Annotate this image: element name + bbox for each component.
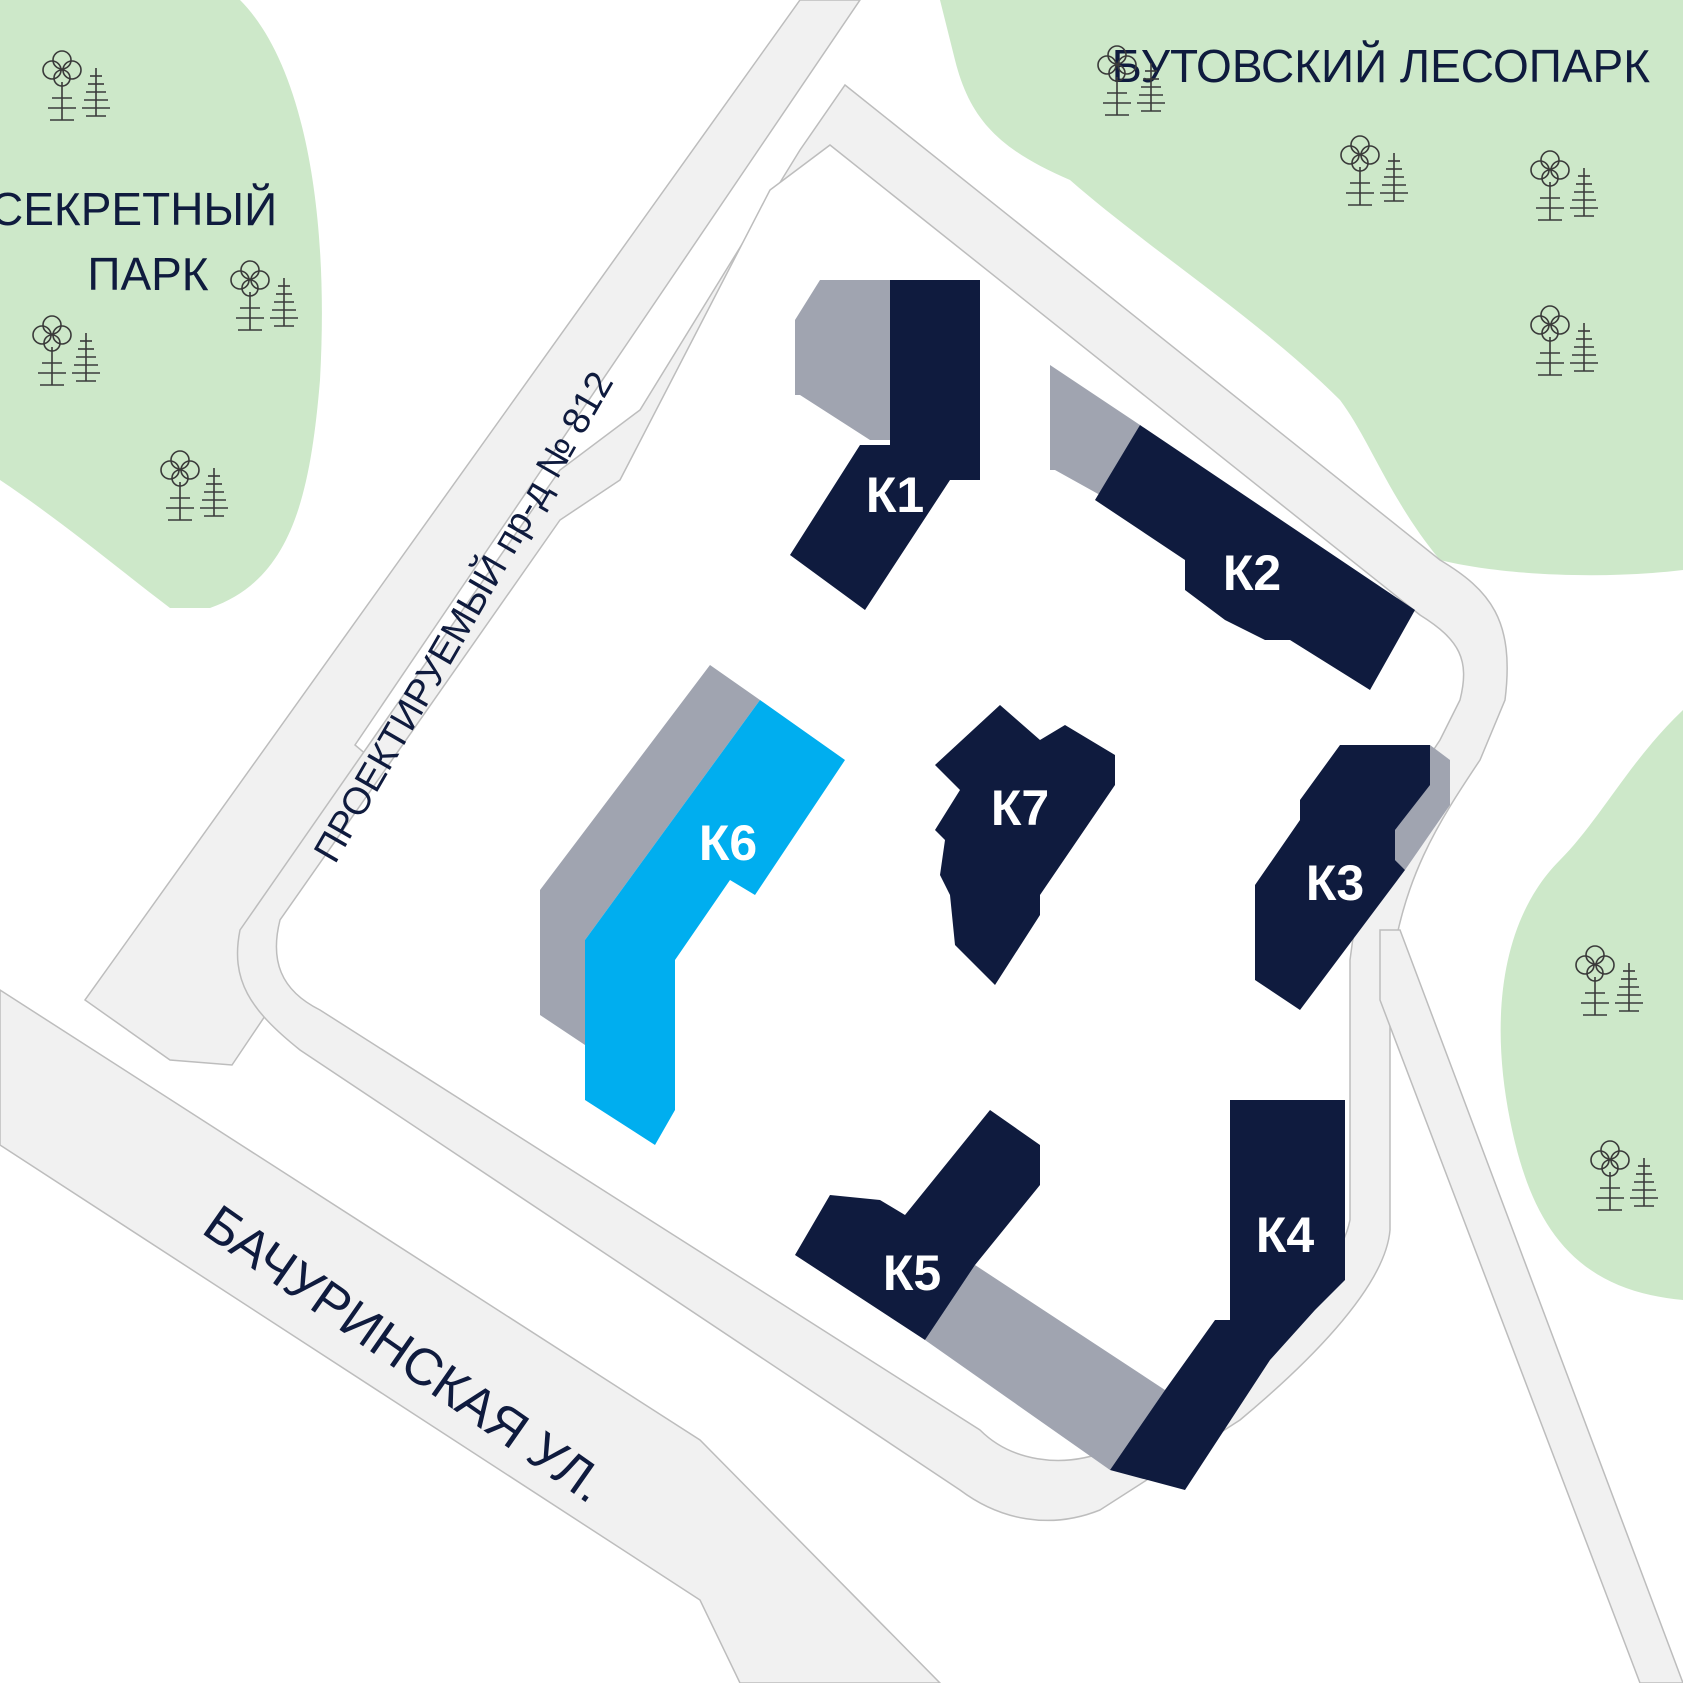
building-k7[interactable] [935, 705, 1115, 985]
bachurinskaya-road [0, 989, 942, 1683]
building-k1-label: К1 [866, 467, 924, 523]
k5-terrace [925, 1265, 1165, 1470]
forest-right-area [1500, 710, 1683, 1300]
butovo-forest-label: БУТОВСКИЙ ЛЕСОПАРК [1112, 40, 1651, 92]
secret-park-label: СЕКРЕТНЫЙ ПАРК [0, 183, 290, 300]
building-k4-label: К4 [1256, 1207, 1315, 1263]
side-path [1379, 929, 1683, 1683]
building-k6[interactable] [585, 700, 845, 1145]
building-k4[interactable] [1110, 1100, 1345, 1490]
building-k3-label: К3 [1306, 855, 1364, 911]
building-k2-label: К2 [1223, 545, 1281, 601]
k1-terrace [795, 280, 890, 440]
building-k1[interactable] [790, 280, 980, 610]
building-k5-label: К5 [883, 1245, 941, 1301]
secret-park-area [0, 0, 322, 608]
butovo-forest-area [940, 0, 1683, 576]
building-k6-label: К6 [699, 815, 757, 871]
building-k5[interactable] [795, 1110, 1040, 1340]
k6-terrace [540, 665, 760, 1045]
building-k7-label: К7 [991, 780, 1049, 836]
k3-terrace [1395, 745, 1450, 870]
building-k2[interactable] [1095, 425, 1415, 690]
building-k3[interactable] [1255, 745, 1430, 1010]
